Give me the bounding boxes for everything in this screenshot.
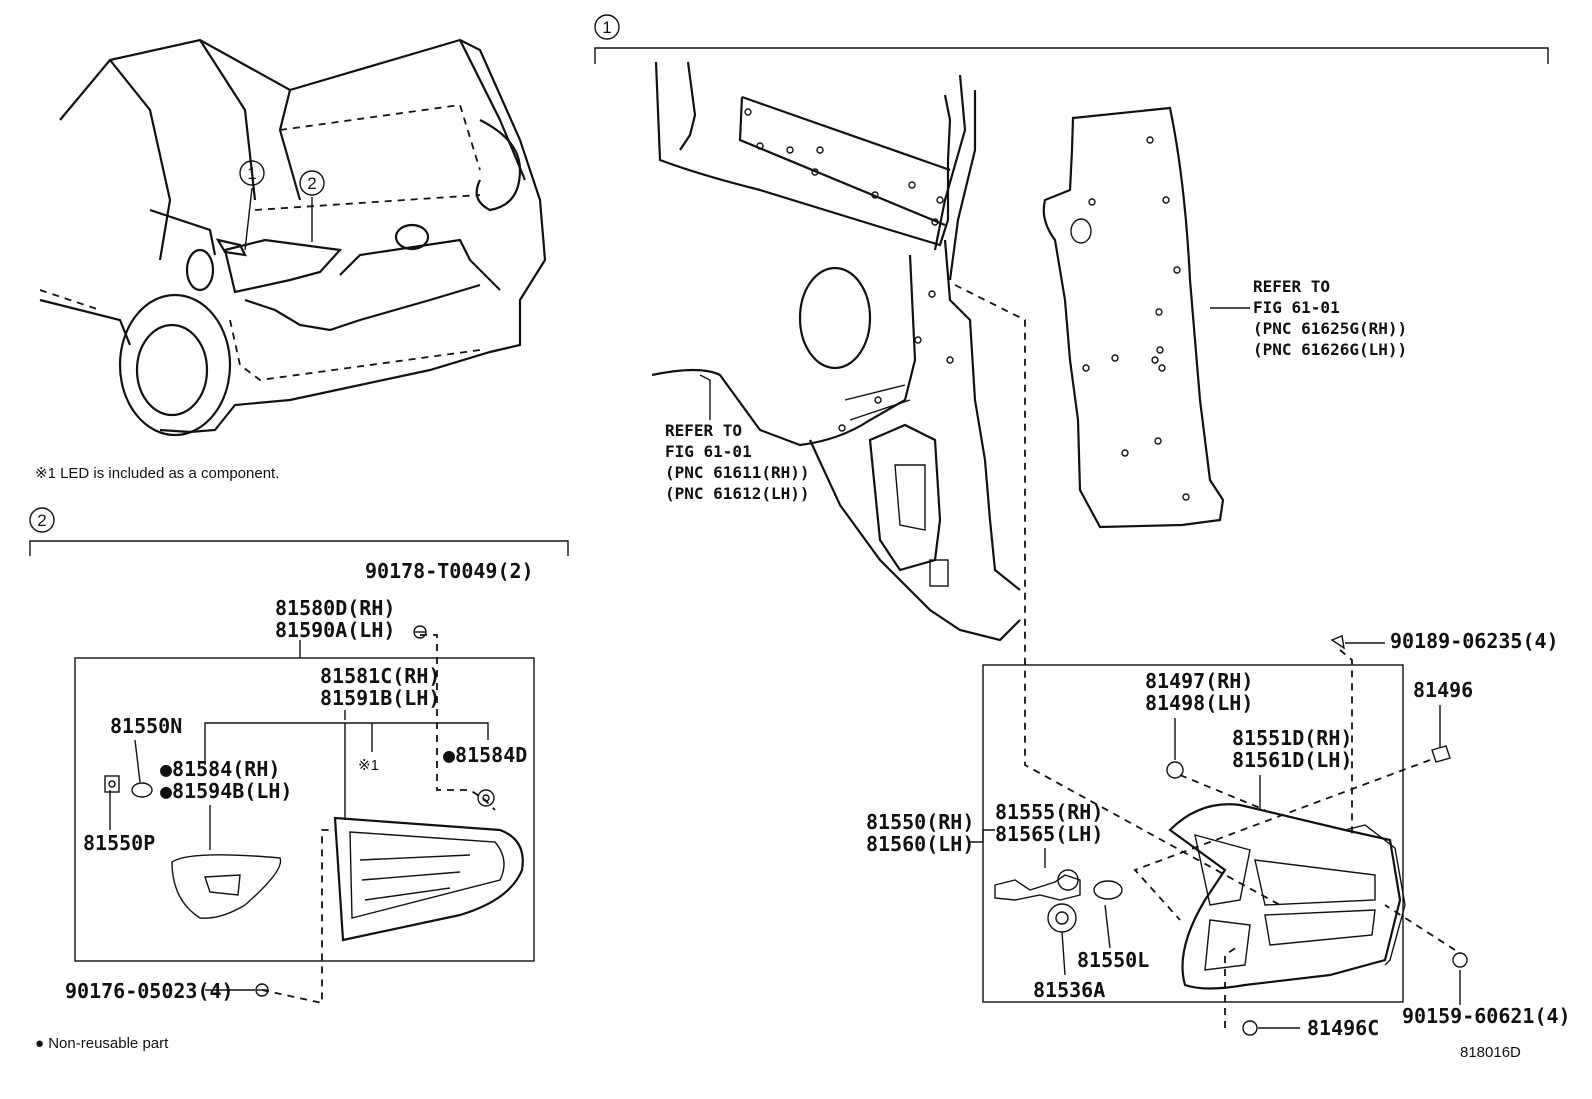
screw-90176-icon	[255, 983, 269, 997]
rear-combination-lamp-icon	[1168, 803, 1406, 990]
part-90176-05023: 90176-05023(4)	[65, 979, 234, 1003]
part-90189-06235: 90189-06235(4)	[1390, 629, 1559, 653]
diagram-code: 818016D	[1460, 1044, 1521, 1061]
section-2-marker	[29, 507, 55, 533]
callout-2-circle	[299, 170, 325, 196]
leader-81550N	[134, 739, 141, 783]
ref-qp-leader	[699, 374, 711, 420]
part-90159-60621: 90159-60621(4)	[1402, 1004, 1571, 1028]
part-81581C: 81581C(RH)	[320, 664, 440, 688]
part-81550L: 81550L	[1077, 948, 1149, 972]
section-2: 2 90178-T0049(2) 81580D(RH) 81590A(LH) 8…	[29, 507, 569, 1005]
part-81584: ●81584(RH)	[160, 757, 280, 781]
dash-90159-path	[1384, 904, 1456, 951]
screw-90189-icon	[1330, 635, 1345, 650]
section-1-marker-label: 1	[602, 18, 611, 37]
ref-qp-line1: REFER TO	[665, 421, 742, 440]
dash-81496-path	[1133, 759, 1431, 921]
part-81555: 81555(RH)	[995, 800, 1103, 824]
section-2-bracket	[29, 540, 569, 556]
ref-ip-line2: FIG 61-01	[1253, 298, 1340, 317]
vehicle-overview: 1 2	[39, 38, 547, 437]
part-81498: 81498(LH)	[1145, 691, 1253, 715]
bulb-81550N-icon	[131, 782, 153, 798]
ref-qp-line2: FIG 61-01	[665, 442, 752, 461]
inner-panel-holes	[1082, 136, 1190, 501]
part-81496: 81496	[1413, 678, 1473, 702]
part-81580D: 81580D(RH)	[275, 596, 395, 620]
leader-81550-group	[970, 829, 995, 843]
part-90178-T0049: 90178-T0049(2)	[365, 559, 534, 583]
part-81536A: 81536A	[1033, 978, 1105, 1002]
socket-wire-81555-icon	[994, 869, 1081, 901]
part-81551D: 81551D(RH)	[1232, 726, 1352, 750]
lamp-assembly-box	[74, 657, 535, 962]
leader-81584-group	[204, 722, 489, 765]
grommet-81497-icon	[1166, 761, 1184, 779]
part-81594B: ●81594B(LH)	[160, 779, 292, 803]
part-81584D: ●81584D	[443, 743, 527, 767]
leader-81536A	[1061, 931, 1066, 976]
ref-ip-line3: (PNC 61625G(RH))	[1253, 319, 1407, 338]
part-81560: 81560(LH)	[866, 832, 974, 856]
ref-ip-line1: REFER TO	[1253, 277, 1330, 296]
dash-panel-to-lamp	[954, 284, 1281, 906]
dash-90189-path	[1339, 649, 1353, 835]
callout-2-label: 2	[307, 174, 316, 193]
dash-90176-path	[261, 829, 335, 1005]
gasket-81584-icon	[171, 854, 282, 919]
leader-81550L	[1104, 904, 1111, 949]
socket-81550P-icon	[104, 775, 120, 793]
part-81550: 81550(RH)	[866, 810, 974, 834]
part-81497: 81497(RH)	[1145, 669, 1253, 693]
reference-quarter-panel: REFER TO FIG 61-01 (PNC 61611(RH)) (PNC …	[665, 374, 810, 503]
part-81550P: 81550P	[83, 831, 155, 855]
dash-90178-path	[420, 634, 496, 811]
inner-panel-icon	[1042, 106, 1225, 529]
section-1-marker	[594, 14, 620, 40]
ref-ip-line4: (PNC 61626G(LH))	[1253, 340, 1407, 359]
callout-1-label: 1	[247, 164, 256, 183]
section-1: 1	[594, 14, 1571, 1040]
dash-81497-path	[1179, 774, 1266, 811]
panel-holes	[744, 108, 954, 432]
part-81561D: 81561D(LH)	[1232, 748, 1352, 772]
section-1-bracket	[594, 47, 1549, 64]
part-81591B: 81591B(LH)	[320, 686, 440, 710]
part-81550N: 81550N	[110, 714, 182, 738]
part-81496C: 81496C	[1307, 1016, 1379, 1040]
quarter-panel-icon	[651, 61, 1021, 642]
section-2-marker-label: 2	[37, 511, 46, 530]
nonreusable-note: ● Non-reusable part	[35, 1035, 169, 1052]
nut-81496C-icon	[1242, 1020, 1258, 1036]
led-asterisk-mark: ※1	[358, 757, 379, 774]
screw-90178-icon	[413, 625, 427, 639]
ref-qp-line3: (PNC 61611(RH))	[665, 463, 810, 482]
reference-inner-panel: REFER TO FIG 61-01 (PNC 61625G(RH)) (PNC…	[1210, 277, 1407, 359]
led-note: ※1 LED is included as a component.	[35, 465, 279, 482]
part-81565: 81565(LH)	[995, 822, 1103, 846]
socket-81536A-icon	[1047, 903, 1077, 933]
part-81590A: 81590A(LH)	[275, 618, 395, 642]
inner-lamp-lens-icon	[333, 816, 524, 942]
bulb-81550L-icon	[1093, 880, 1123, 900]
nut-81496-icon	[1431, 745, 1451, 763]
nut-90159-icon	[1452, 952, 1468, 968]
callout-1-circle	[239, 160, 265, 186]
clip-81584D-icon	[477, 789, 495, 807]
ref-qp-line4: (PNC 61612(LH))	[665, 484, 810, 503]
callout-1-leader	[244, 187, 253, 251]
